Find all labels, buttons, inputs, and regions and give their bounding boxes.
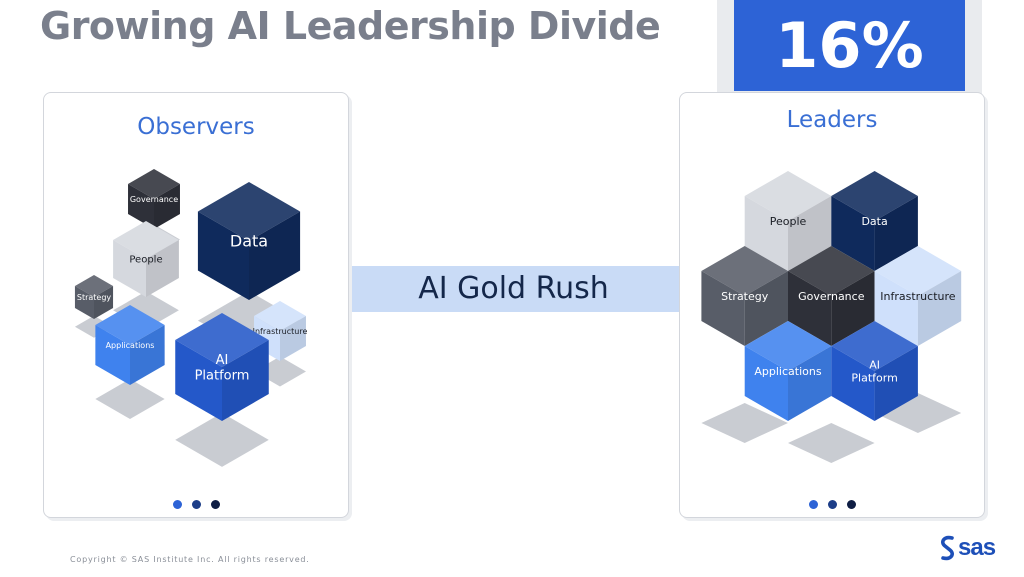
cube-right-face: [788, 196, 832, 271]
cube-left-face: [175, 340, 222, 421]
cube-left-face: [831, 196, 875, 271]
cube-right-face: [280, 316, 306, 361]
observers-pagination: [44, 494, 348, 513]
cube-right-face: [874, 196, 918, 271]
cube-shadow: [701, 403, 788, 443]
cube-left-face: [874, 271, 918, 346]
cube-top-face: [831, 321, 918, 371]
cube-label: Data: [230, 232, 268, 251]
cube-right-face: [222, 340, 269, 421]
cube-left-face: [113, 240, 146, 297]
observers-title: Observers: [137, 114, 255, 140]
cube-top-face: [128, 169, 180, 199]
cube-top-face: [874, 246, 962, 296]
cube-label: Governance: [798, 290, 865, 303]
cube-left-face: [74, 286, 94, 319]
sas-logo-text: sas: [958, 534, 996, 561]
observers-cube-data: Data: [197, 182, 301, 351]
cube-right-face: [94, 286, 114, 319]
cube-label: Strategy: [721, 290, 769, 303]
leaders-cube-strategy: Strategy: [701, 246, 788, 346]
observers-cube-strategy: Strategy: [74, 275, 114, 338]
cube-left-face: [254, 316, 280, 361]
observers-cubes: GovernanceDataPeopleStrategyInfrastructu…: [74, 169, 308, 467]
leaders-cluster-shadow: [701, 393, 962, 463]
cube-left-face: [788, 271, 832, 346]
cube-label: Strategy: [77, 293, 112, 302]
cube-label: Applications: [106, 341, 155, 350]
cube-right-face: [249, 211, 301, 300]
cube-left-face: [197, 211, 249, 300]
cube-label: People: [770, 215, 807, 228]
cube-top-face: [831, 171, 918, 221]
sas-swirl-icon: [941, 535, 954, 561]
cube-left-face: [701, 271, 745, 346]
cube-shadow: [788, 423, 875, 463]
observers-cube-applications: Applications: [95, 305, 165, 419]
cube-top-face: [788, 246, 875, 296]
cube-label: Data: [861, 215, 887, 228]
cube-right-face: [917, 271, 962, 346]
leaders-cube-infrastructure: Infrastructure: [874, 246, 962, 346]
observers-cube-people: People: [113, 221, 179, 330]
cube-top-face: [701, 246, 788, 296]
pagination-dot-1[interactable]: [172, 500, 182, 509]
leaders-cube-data: Data: [831, 171, 918, 271]
ai-gold-rush-band: AI Gold Rush: [348, 266, 679, 312]
leaders-title: Leaders: [786, 107, 878, 133]
pagination-dot-3[interactable]: [210, 500, 220, 509]
cube-right-face: [130, 325, 165, 385]
pagination-dot-2[interactable]: [191, 500, 201, 509]
pagination-dot-1[interactable]: [808, 500, 818, 509]
cube-label: People: [129, 255, 162, 266]
cube-label: Infrastructure: [253, 327, 308, 336]
cube-label: Applications: [754, 365, 821, 378]
leaders-pagination: [680, 494, 984, 513]
cube-label: Platform: [195, 368, 250, 383]
copyright-text: Copyright © SAS Institute Inc. All right…: [70, 555, 310, 564]
cube-label: Platform: [851, 371, 897, 384]
cube-label: Governance: [130, 195, 178, 204]
sas-logo: sas: [938, 534, 1006, 562]
cube-shadow: [874, 393, 962, 433]
cube-left-face: [831, 346, 875, 421]
pagination-dot-2[interactable]: [827, 500, 837, 509]
cube-right-face: [874, 346, 918, 421]
cube-right-face: [788, 346, 832, 421]
band-label: AI Gold Rush: [418, 271, 609, 306]
stat-badge: 16%: [734, 0, 965, 91]
cube-right-face: [744, 271, 788, 346]
cube-left-face: [95, 325, 130, 385]
cube-label: Infrastructure: [880, 290, 956, 303]
cube-right-face: [831, 271, 875, 346]
slide-title: Growing AI Leadership Divide: [40, 4, 661, 48]
cube-label: AI: [216, 353, 229, 368]
leaders-cube-governance: Governance: [788, 246, 875, 346]
cube-left-face: [744, 196, 788, 271]
cube-right-face: [146, 240, 179, 297]
cube-label: AI: [869, 358, 880, 371]
cube-left-face: [744, 346, 788, 421]
pagination-dot-3[interactable]: [846, 500, 856, 509]
cube-right-face: [154, 184, 180, 229]
cube-shadow: [175, 412, 269, 467]
